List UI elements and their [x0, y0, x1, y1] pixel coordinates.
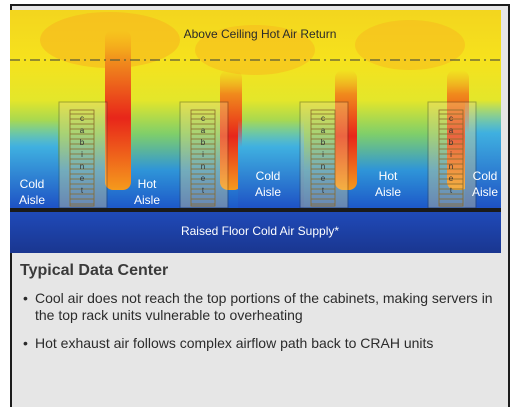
bullet-dot: • [23, 290, 28, 306]
bullet-list: •Cool air does not reach the top portion… [23, 290, 503, 363]
cabinet-1 [58, 101, 108, 209]
cabinet-letter: e [79, 174, 85, 183]
ceiling-label: Above Ceiling Hot Air Return [183, 27, 337, 41]
cold-plume [238, 120, 304, 210]
cabinet-letter: n [200, 162, 206, 171]
cabinet-letter: n [320, 162, 326, 171]
cabinet-letter: i [81, 150, 83, 159]
thermal-map [10, 10, 501, 253]
floor-label: Raised Floor Cold Air Supply* [180, 224, 340, 238]
cabinet-letter: e [200, 174, 206, 183]
hot-plume [105, 30, 131, 190]
cabinet-letter: t [449, 186, 453, 195]
cabinet-letter: t [321, 186, 325, 195]
cabinet-3 [299, 101, 349, 209]
cabinet-letter: a [320, 126, 326, 135]
cabinet-letter: i [450, 150, 452, 159]
bullet-item: •Cool air does not reach the top portion… [23, 290, 493, 323]
hot-plume [220, 70, 242, 190]
cabinet-letter: c [201, 114, 205, 123]
warm-region [355, 20, 465, 70]
hot-plume [335, 70, 357, 190]
cabinet-letter: t [80, 186, 84, 195]
cabinet-4 [427, 101, 477, 209]
cabinet-letter: c [321, 114, 325, 123]
bullet-dot: • [23, 335, 28, 351]
cabinet-letter: c [449, 114, 453, 123]
cabinet-letter: n [448, 162, 454, 171]
cabinet-letter: b [200, 138, 206, 147]
cabinet-letter: e [448, 174, 454, 183]
cabinet-letter: a [79, 126, 85, 135]
floor-edge [10, 208, 501, 212]
warm-region [195, 25, 315, 75]
cabinet-letter: i [202, 150, 204, 159]
cabinet-letter: a [448, 126, 454, 135]
cabinet-letter: a [200, 126, 206, 135]
raised-floor [10, 212, 501, 253]
cabinet-letter: b [79, 138, 85, 147]
cold-plume [10, 120, 58, 210]
cold-plume [465, 100, 501, 210]
cabinet-letter: i [322, 150, 324, 159]
cabinet-letter: t [201, 186, 205, 195]
cabinet-letter: c [80, 114, 84, 123]
section-heading: Typical Data Center [20, 262, 169, 279]
bullet-item: •Hot exhaust air follows complex airflow… [23, 335, 434, 351]
cabinet-letter: n [79, 162, 85, 171]
cabinet-2 [179, 101, 229, 209]
cabinet-letter: b [320, 138, 326, 147]
cabinet-letter: b [448, 138, 454, 147]
cabinet-letter: e [320, 174, 326, 183]
